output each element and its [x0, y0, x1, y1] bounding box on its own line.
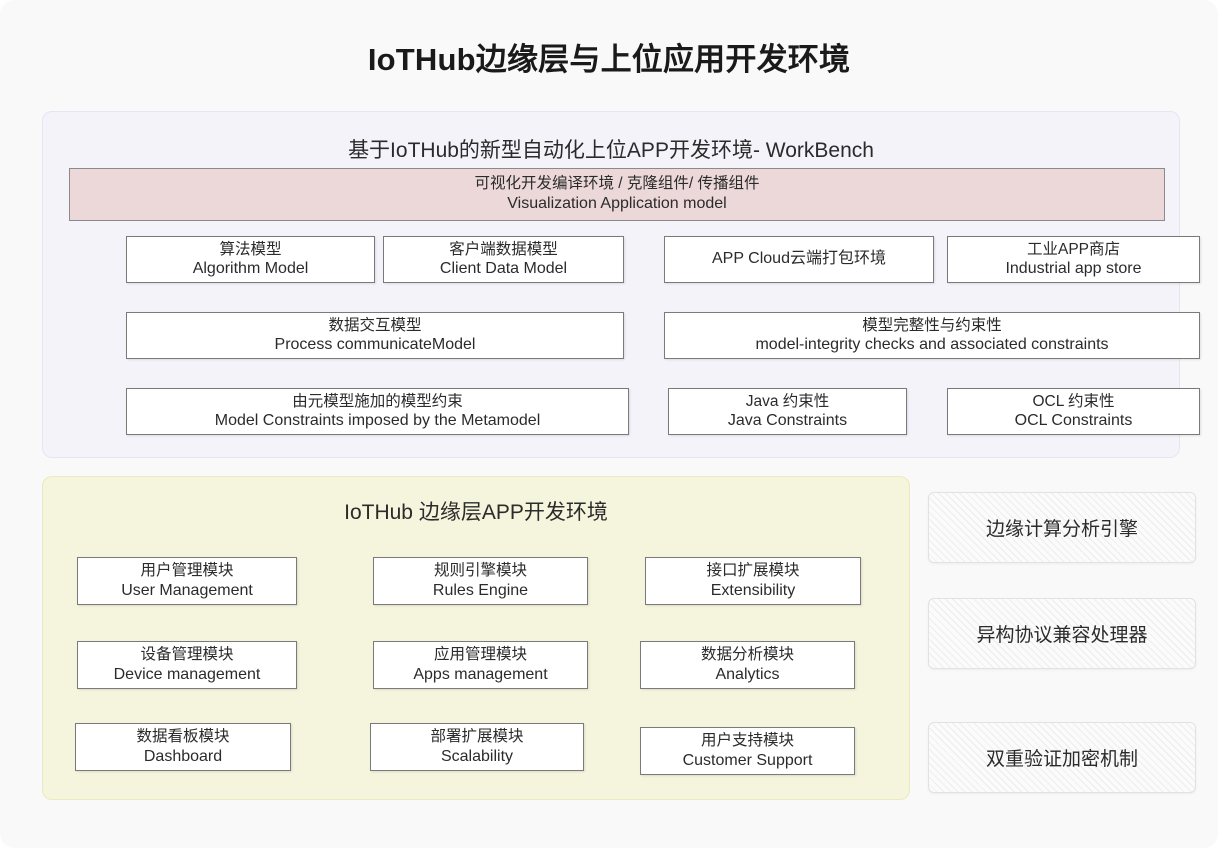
box-algorithm-model[interactable]: 算法模型 Algorithm Model	[126, 236, 375, 283]
box-label-cn: Java 约束性	[745, 392, 830, 410]
box-label-cn: 应用管理模块	[433, 646, 527, 664]
box-label-cn: 客户端数据模型	[449, 240, 558, 258]
box-label-cn: 数据交互模型	[328, 316, 422, 334]
box-model-constraints-imposed-by-the-metamodel[interactable]: 由元模型施加的模型约束 Model Constraints imposed by …	[126, 388, 629, 435]
box-app-cloud[interactable]: APP Cloud云端打包环境	[664, 236, 934, 283]
box-label-cn: 数据看板模块	[136, 728, 230, 746]
box-label-en: Customer Support	[682, 751, 813, 769]
box-label-cn: 工业APP商店	[1026, 240, 1120, 258]
box-label-cn: 用户管理模块	[140, 562, 234, 580]
box-java-constraints[interactable]: Java 约束性 Java Constraints	[668, 388, 907, 435]
box-label-en: Algorithm Model	[192, 260, 309, 278]
banner-label-cn: 可视化开发编译环境 / 克隆组件/ 传播组件	[474, 175, 760, 193]
box-industrial-app-store[interactable]: 工业APP商店 Industrial app store	[947, 236, 1200, 283]
side-box-label: 双重验证加密机制	[985, 749, 1138, 770]
side-box-0[interactable]: 边缘计算分析引擎	[928, 492, 1196, 563]
box-label-en: Process communicateModel	[274, 336, 476, 354]
box-model-integrity-checks-and-associated-constraints[interactable]: 模型完整性与约束性 model-integrity checks and asso…	[664, 312, 1200, 359]
page-title: IoTHub边缘层与上位应用开发环境	[367, 42, 851, 77]
box-label-cn: 设备管理模块	[140, 646, 234, 664]
box-label-en: Industrial app store	[1005, 260, 1142, 278]
box-label-cn: 接口扩展模块	[706, 562, 800, 580]
box-client-data-model[interactable]: 客户端数据模型 Client Data Model	[383, 236, 624, 283]
box-ocl-constraints[interactable]: OCL 约束性 OCL Constraints	[947, 388, 1200, 435]
box-label-en: Scalability	[440, 747, 514, 765]
box-process-communicatemodel[interactable]: 数据交互模型 Process communicateModel	[126, 312, 624, 359]
box-label-cn: OCL 约束性	[1032, 392, 1115, 410]
box-label-cn: 由元模型施加的模型约束	[292, 392, 463, 410]
box-label-en: Rules Engine	[432, 581, 529, 599]
upper-panel-heading: 基于IoTHub的新型自动化上位APP开发环境- WorkBench	[348, 139, 874, 162]
side-box-label: 边缘计算分析引擎	[985, 519, 1138, 540]
box-label-en: Extensibility	[710, 581, 796, 599]
box-label-cn: 规则引擎模块	[433, 562, 527, 580]
side-box-2[interactable]: 双重验证加密机制	[928, 722, 1196, 793]
box-label-en: Java Constraints	[727, 412, 848, 430]
box-label-en: Apps management	[413, 665, 548, 683]
box-label-en: OCL Constraints	[1014, 412, 1133, 430]
banner-label-en: Visualization Application model	[507, 195, 727, 213]
box-label-en: APP Cloud云端打包环境	[712, 250, 886, 268]
box-label-cn: 算法模型	[219, 240, 282, 258]
side-box-label: 异构协议兼容处理器	[976, 625, 1148, 646]
box-label-en: Device management	[113, 665, 261, 683]
visualization-application-banner: 可视化开发编译环境 / 克隆组件/ 传播组件 Visualization App…	[69, 168, 1165, 221]
box-label-en: Model Constraints imposed by the Metamod…	[214, 412, 541, 430]
box-label-en: Analytics	[715, 665, 780, 683]
box-label-cn: 用户支持模块	[700, 732, 794, 750]
box-label-en: Dashboard	[143, 747, 223, 765]
box-label-cn: 数据分析模块	[700, 646, 794, 664]
box-label-cn: 模型完整性与约束性	[862, 316, 1002, 334]
box-label-cn: 部署扩展模块	[430, 728, 524, 746]
box-label-en: model-integrity checks and associated co…	[755, 336, 1109, 354]
side-box-1[interactable]: 异构协议兼容处理器	[928, 598, 1196, 669]
lower-panel-heading: IoTHub 边缘层APP开发环境	[344, 501, 608, 524]
upper-panel-workbench: 基于IoTHub的新型自动化上位APP开发环境- WorkBench 可视化开发…	[42, 111, 1200, 458]
box-label-en: User Management	[121, 581, 253, 599]
box-label-en: Client Data Model	[439, 260, 568, 278]
